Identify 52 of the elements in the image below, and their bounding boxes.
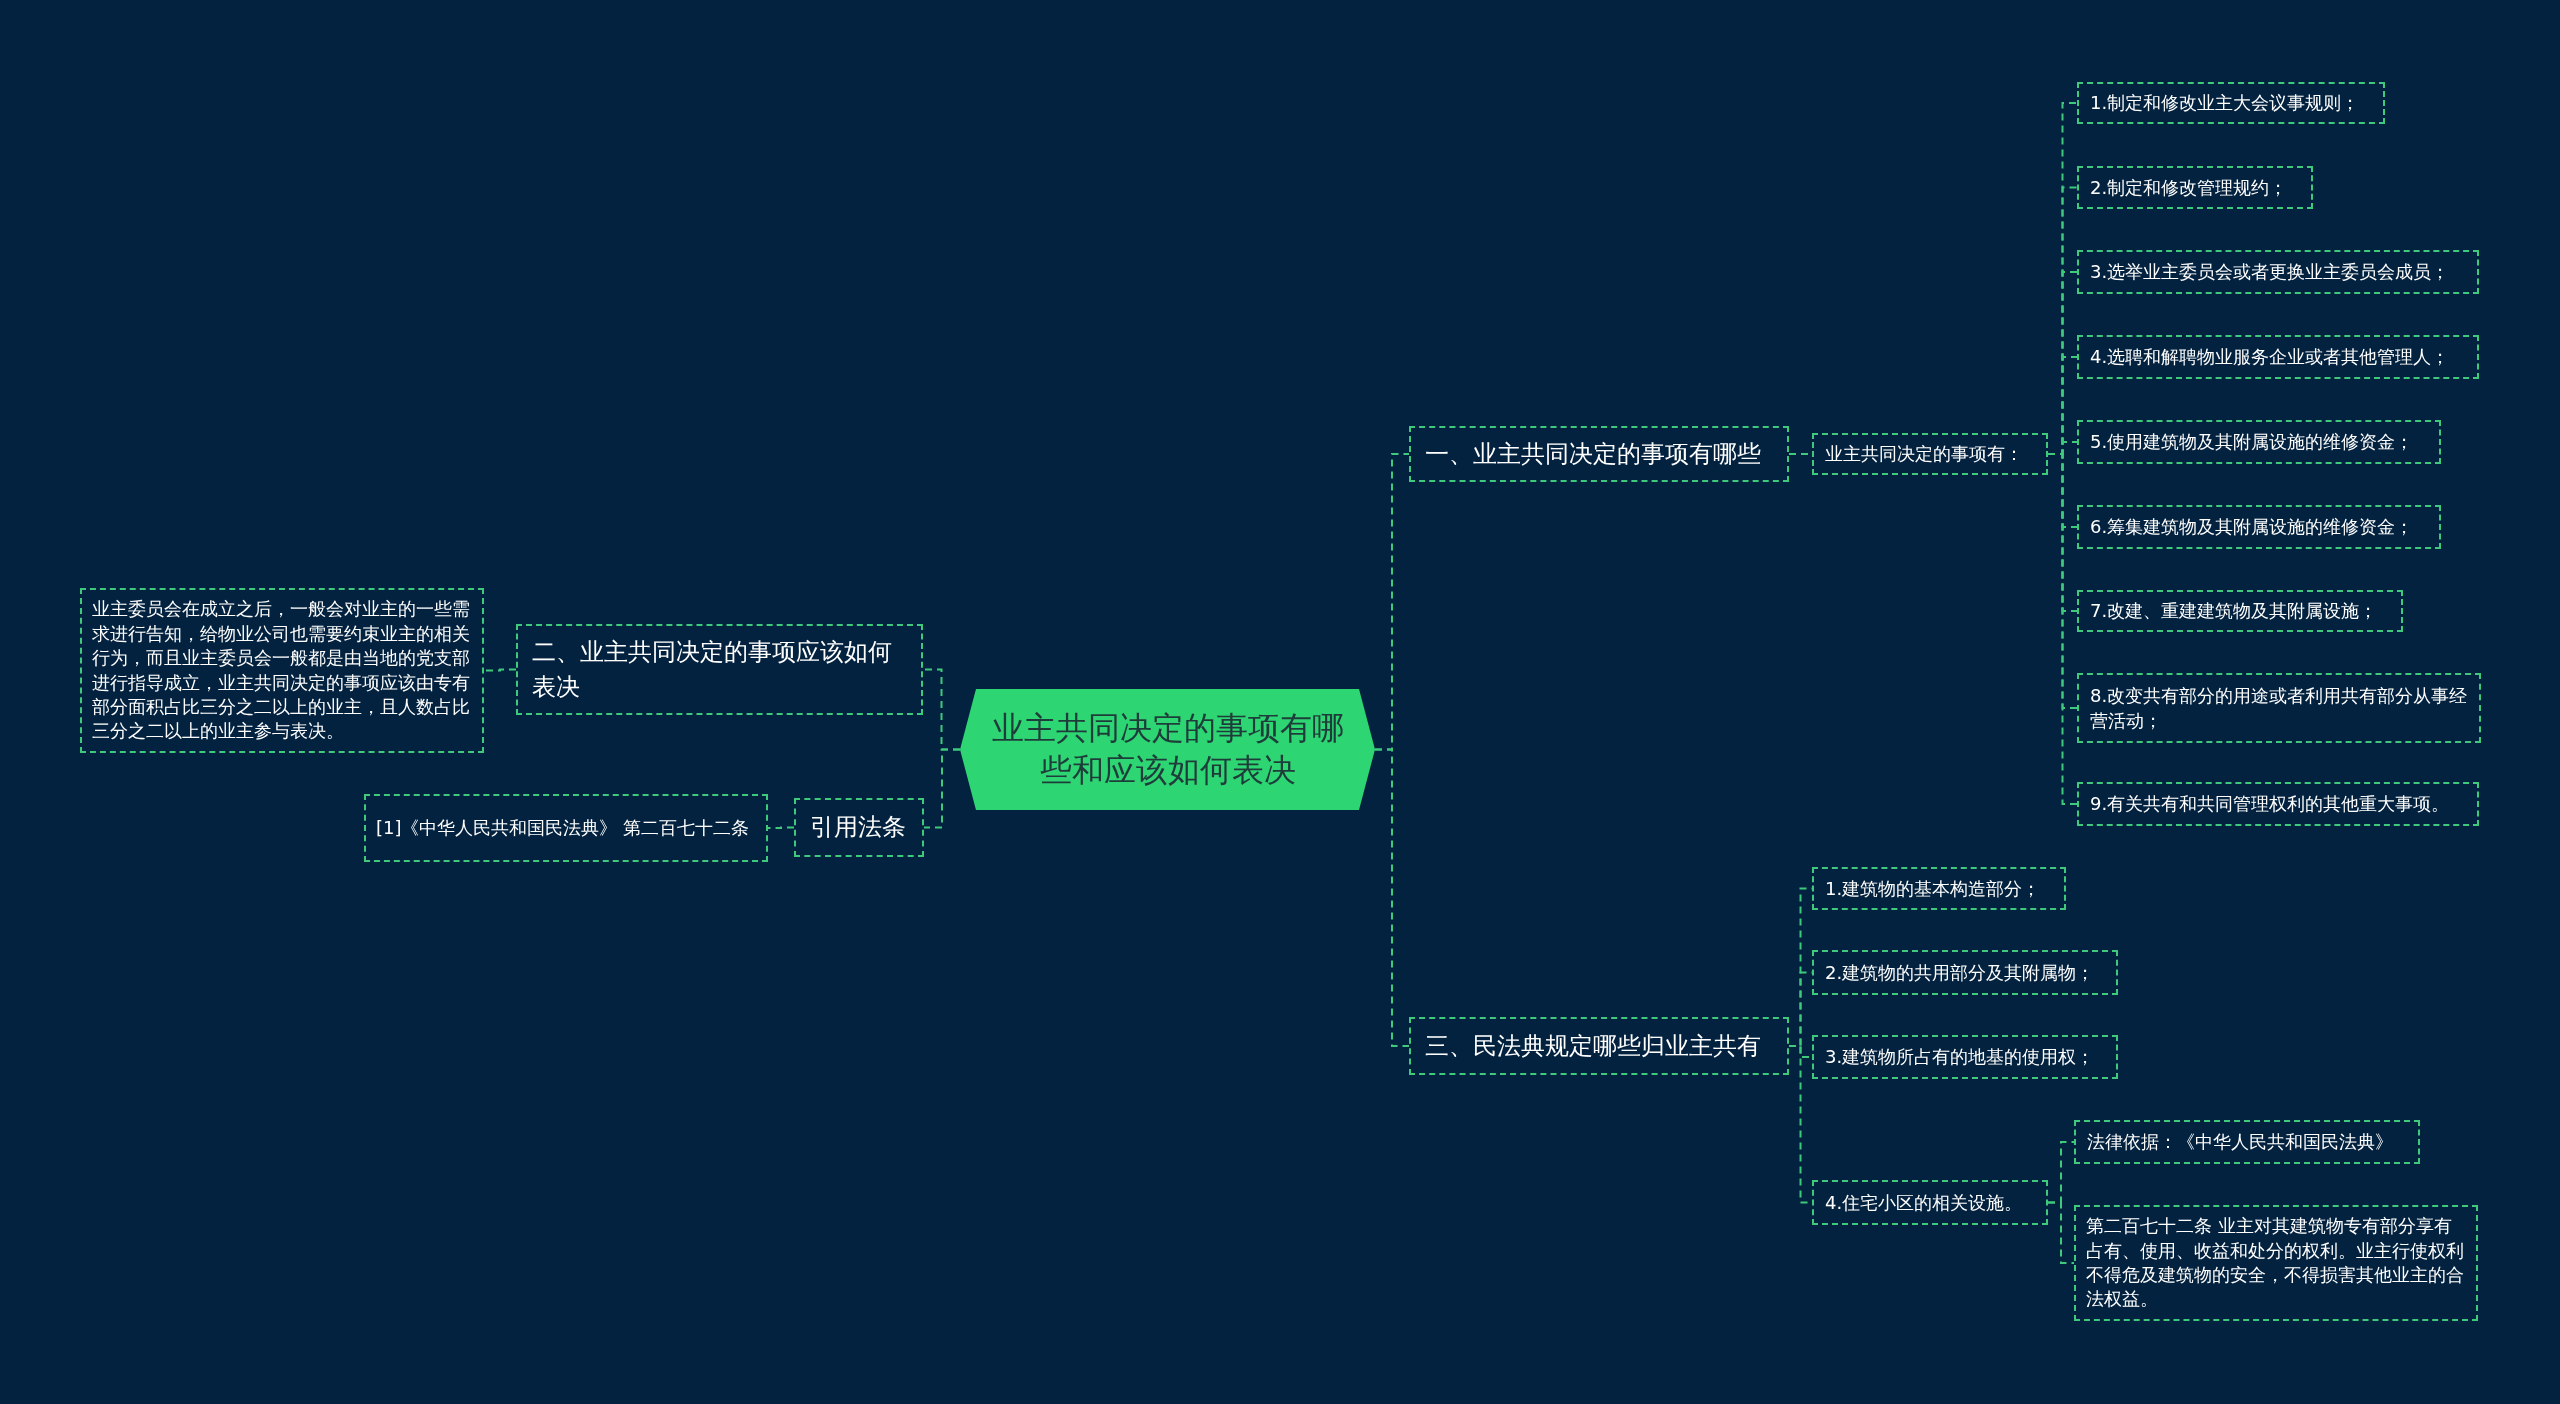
connector-line (2047, 1201, 2075, 1264)
branch-topic-text: 二、业主共同决定的事项应该如何表决 (532, 637, 893, 703)
subtopic-text: 1.制定和修改业主大会议事规则； (2090, 91, 2360, 116)
note-text: 业主委员会在成立之后，一般会对业主的一些需求进行告知，给物业公司也需要约束业主的相关行为，而且业主委员会一般都是由当地的党支部进行指导成立，业主共同决定的事项应该由专有部分面积占比三分之二以上的业主，且人数占比三分之二以上的业主参与表决。 (92, 597, 471, 744)
central-topic-hexagon (960, 689, 1375, 810)
subtopic-box (2077, 82, 2385, 124)
subtopic-text: 1.建筑物的基本构造部分； (1825, 876, 2041, 901)
note-box (2074, 1205, 2478, 1321)
connector-line (1374, 748, 1410, 1047)
subtopic-text: 8.改变共有部分的用途或者利用共有部分从事经营活动； (2090, 683, 2468, 733)
branch-topic-box (794, 798, 924, 857)
note-box (364, 794, 768, 862)
subtopic-text: 9.有关共有和共同管理权利的其他重大事项。 (2090, 792, 2450, 817)
connector-line (2047, 453, 2078, 805)
subtopic-text: 3.建筑物所占有的地基的使用权； (1825, 1045, 2095, 1070)
subtopic-box (1812, 950, 2118, 995)
subtopic-box (1812, 433, 2048, 475)
subtopic-text: 4.选聘和解聘物业服务企业或者其他管理人； (2090, 345, 2450, 370)
subtopic-box (2077, 505, 2441, 549)
central-topic-text: 业主共同决定的事项有哪些和应该如何表决 (990, 707, 1345, 791)
subtopic-text: 2.制定和修改管理规约； (2090, 175, 2288, 200)
subtopic-text: 4.住宅小区的相关设施。 (1825, 1190, 2023, 1215)
subtopic-box (1812, 867, 2066, 910)
subtopic-box (2077, 420, 2441, 464)
subtopic-text: 6.筹集建筑物及其附属设施的维修资金； (2090, 515, 2414, 540)
branch-topic-text: 引用法条 (810, 812, 906, 844)
subtopic-box (2077, 673, 2481, 743)
note-box (80, 588, 484, 753)
branch-topic-text: 一、业主共同决定的事项有哪些 (1425, 438, 1761, 470)
subtopic-text: 2.建筑物的共用部分及其附属物； (1825, 960, 2095, 985)
subtopic-box (2077, 590, 2403, 632)
note-text: [1]《中华人民共和国民法典》 第二百七十二条 (376, 815, 750, 840)
connector-line (483, 668, 517, 672)
subtopic-text: 业主共同决定的事项有： (1825, 442, 2023, 467)
subtopic-text: 3.选举业主委员会或者更换业主委员会成员； (2090, 260, 2450, 285)
subtopic-box (2077, 250, 2479, 294)
subtopic-text: 7.改建、重建建筑物及其附属设施； (2090, 599, 2378, 624)
connector-line (923, 748, 961, 829)
subtopic-box (1812, 1180, 2048, 1225)
subtopic-box (2077, 166, 2313, 209)
subtopic-box (2077, 782, 2479, 826)
connector-line (767, 826, 795, 829)
branch-topic-text: 三、民法典规定哪些归业主共有 (1425, 1030, 1761, 1062)
subtopic-text: 法律依据：《中华人民共和国民法典》 (2087, 1130, 2393, 1155)
branch-topic-box (516, 624, 923, 715)
subtopic-box (2074, 1120, 2420, 1164)
branch-topic-box (1409, 1017, 1789, 1075)
subtopic-text: 5.使用建筑物及其附属设施的维修资金； (2090, 430, 2414, 455)
subtopic-box (2077, 335, 2479, 379)
subtopic-box (1812, 1035, 2118, 1079)
branch-topic-box (1409, 426, 1789, 482)
note-text: 第二百七十二条 业主对其建筑物专有部分享有占有、使用、收益和处分的权利。业主行使权利不得危及建筑物的安全，不得损害其他业主的合法权益。 (2086, 1214, 2465, 1312)
